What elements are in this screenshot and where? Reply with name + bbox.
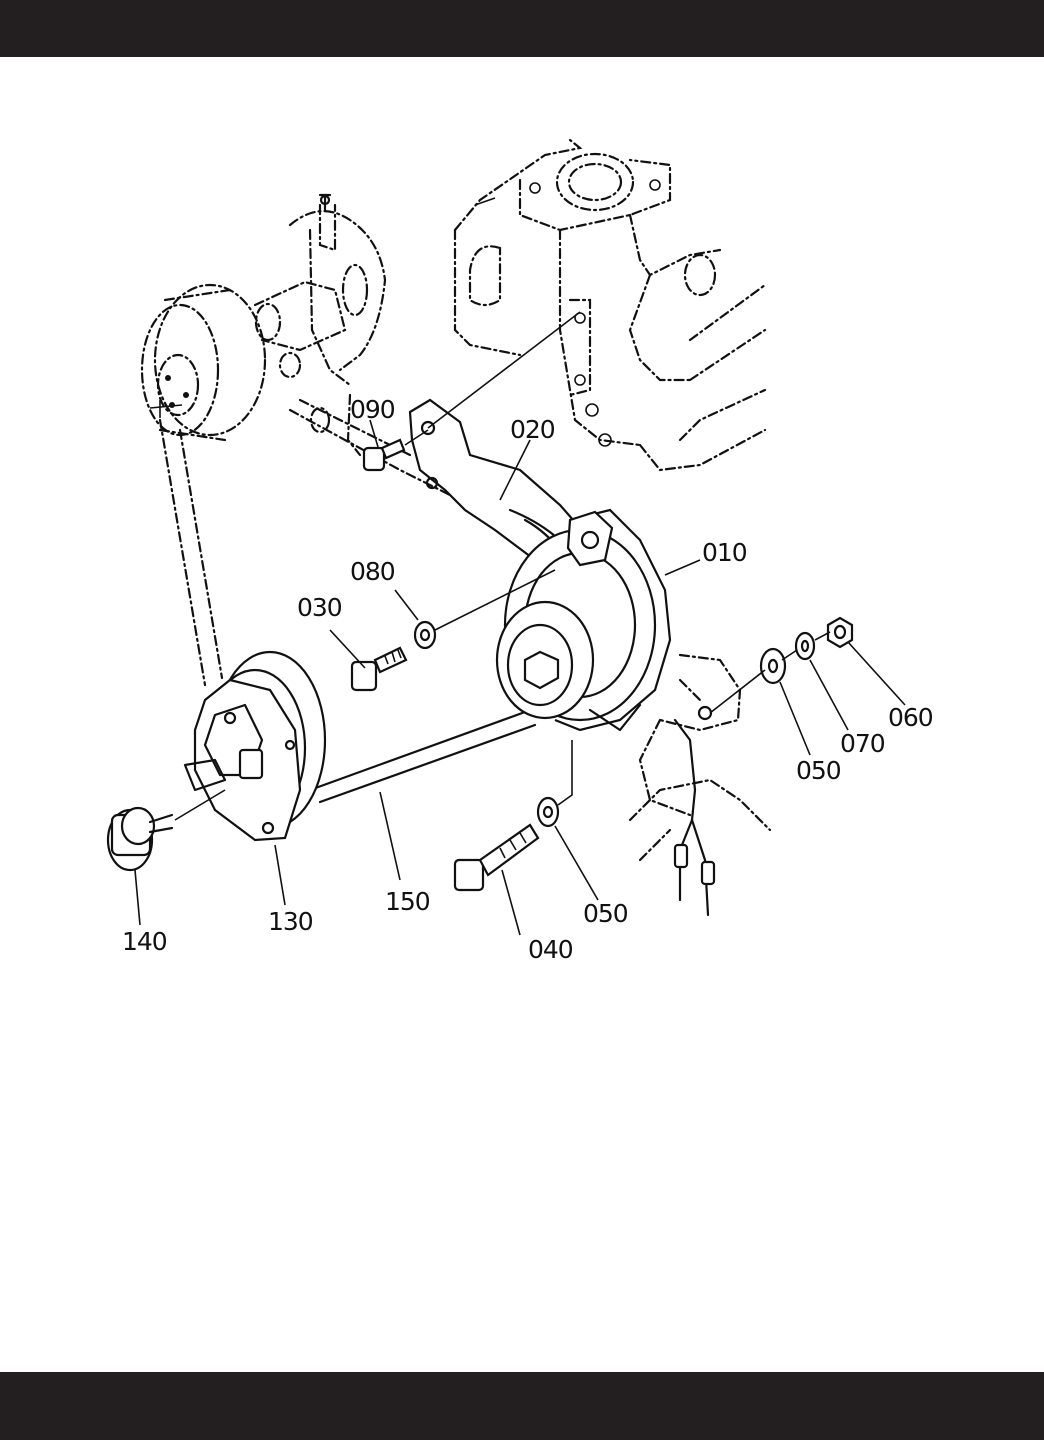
lock-washer-070 bbox=[796, 633, 814, 659]
engine-block-outline bbox=[455, 140, 765, 470]
fan-pulley-outline bbox=[142, 285, 265, 440]
callout-020: 020 bbox=[510, 415, 555, 444]
bottom-footer-bar bbox=[0, 1372, 1044, 1440]
washer-080 bbox=[415, 622, 435, 648]
callout-040: 040 bbox=[528, 935, 573, 964]
alternator-pulley bbox=[185, 652, 325, 840]
callout-130: 130 bbox=[268, 907, 313, 936]
callout-150: 150 bbox=[385, 887, 430, 916]
callout-080: 080 bbox=[350, 557, 395, 586]
callout-030: 030 bbox=[297, 593, 342, 622]
callout-050-lower: 050 bbox=[583, 899, 628, 928]
washer-050-lower bbox=[538, 798, 558, 826]
callout-060: 060 bbox=[888, 703, 933, 732]
callout-050-right: 050 bbox=[796, 756, 841, 785]
washer-050-right bbox=[761, 649, 785, 683]
bolt-090-axis bbox=[428, 312, 580, 428]
top-header-bar bbox=[0, 0, 1044, 57]
callout-140: 140 bbox=[122, 927, 167, 956]
callout-090: 090 bbox=[350, 395, 395, 424]
bolt-030 bbox=[352, 648, 406, 690]
pulley-nut bbox=[108, 790, 225, 870]
bolt-040 bbox=[455, 825, 538, 890]
callout-070: 070 bbox=[840, 729, 885, 758]
alternator-assembly-diagram: 010 020 030 040 050 050 060 070 080 090 … bbox=[0, 57, 1044, 1372]
bolt-040-axis bbox=[558, 740, 572, 805]
callout-010: 010 bbox=[702, 538, 747, 567]
